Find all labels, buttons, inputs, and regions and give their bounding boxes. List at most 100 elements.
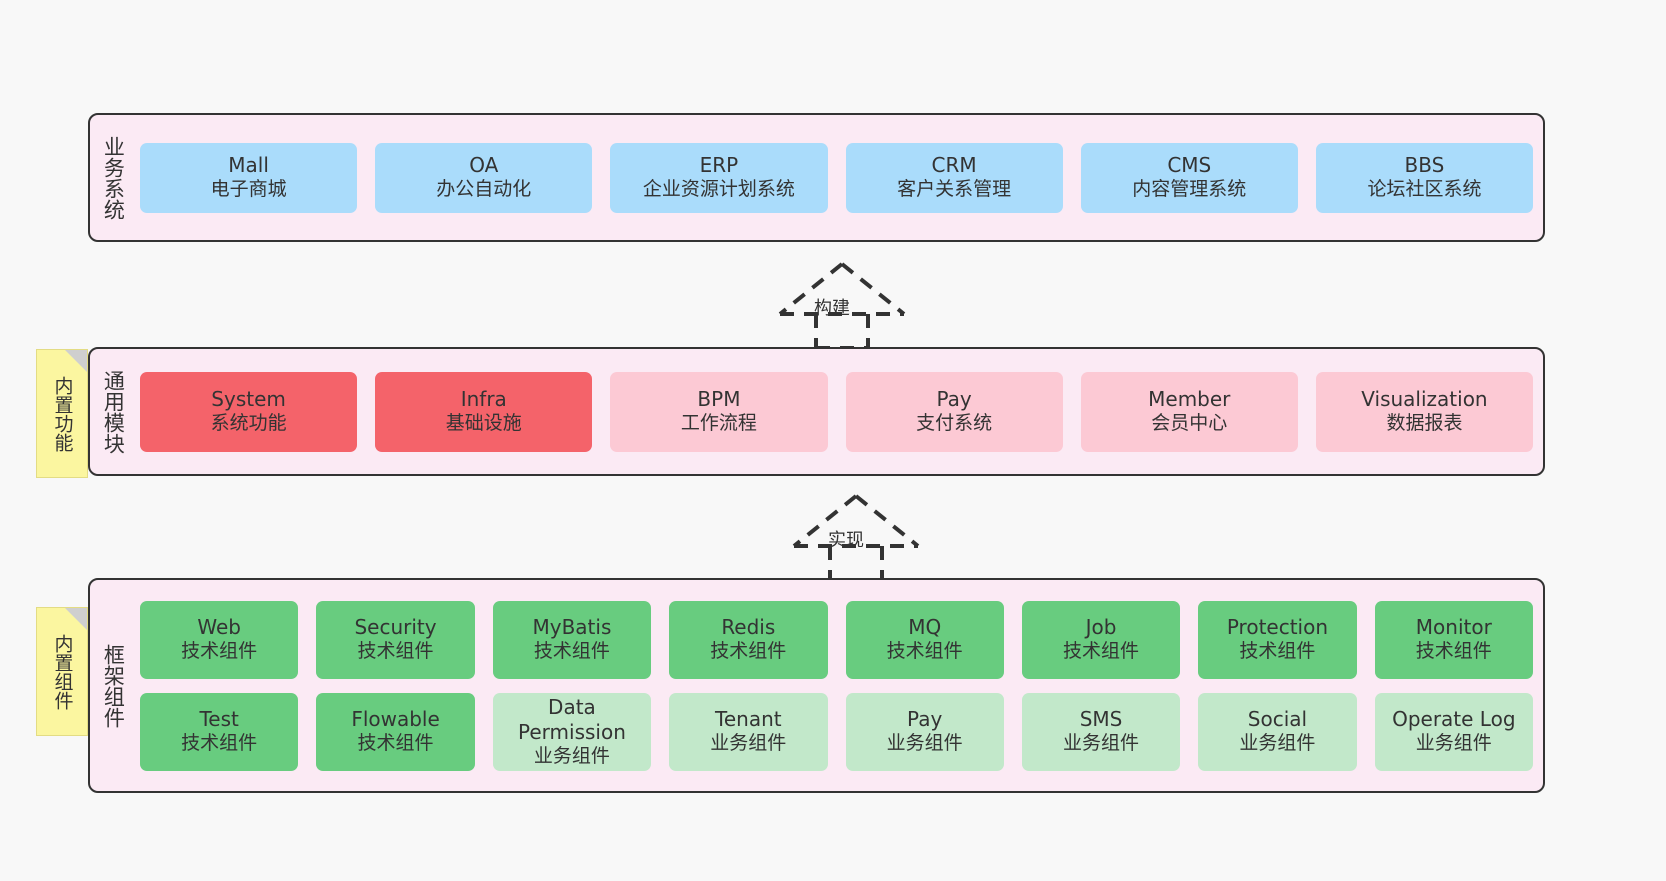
box-title-en: System — [211, 387, 286, 412]
box-title-cn: 系统功能 — [210, 412, 287, 435]
box-title-cn: 支付系统 — [916, 412, 993, 435]
box-security[interactable]: Security 技术组件 — [316, 600, 475, 679]
connector-build: 构建 — [752, 258, 932, 350]
box-title-en: Data Permission — [518, 694, 626, 744]
box-title-cn: 技术组件 — [181, 640, 258, 663]
note-builtin-component: 内置组件 — [36, 607, 88, 736]
box-title-en: CRM — [931, 153, 977, 178]
box-row: Test 技术组件 Flowable 技术组件 Data Permission … — [140, 692, 1533, 771]
box-title-en: Infra — [460, 387, 507, 412]
box-row: Web 技术组件 Security 技术组件 MyBatis 技术组件 Redi… — [140, 600, 1533, 679]
box-title-cn: 电子商城 — [210, 178, 287, 201]
box-title-cn: 技术组件 — [533, 640, 610, 663]
box-test[interactable]: Test 技术组件 — [140, 692, 299, 771]
box-visualization[interactable]: Visualization 数据报表 — [1315, 371, 1534, 452]
box-title-en: MQ — [908, 615, 942, 640]
box-monitor[interactable]: Monitor 技术组件 — [1374, 600, 1533, 679]
layer-framework-component: 框架组件 Web 技术组件 Security 技术组件 MyBatis 技术组件… — [88, 578, 1545, 793]
layer-business-system-body: Mall 电子商城 OA 办公自动化 ERP 企业资源计划系统 CRM 客户关系… — [136, 115, 1543, 240]
layer-framework-component-body: Web 技术组件 Security 技术组件 MyBatis 技术组件 Redi… — [136, 580, 1543, 791]
box-flowable[interactable]: Flowable 技术组件 — [316, 692, 475, 771]
box-title-cn: 业务组件 — [886, 732, 963, 755]
box-title-en: Redis — [721, 615, 776, 640]
box-row: Mall 电子商城 OA 办公自动化 ERP 企业资源计划系统 CRM 客户关系… — [140, 142, 1534, 213]
box-oa[interactable]: OA 办公自动化 — [375, 142, 593, 213]
box-data-permission[interactable]: Data Permission 业务组件 — [492, 692, 652, 771]
box-title-cn: 办公自动化 — [436, 178, 532, 201]
box-title-cn: 业务组件 — [1239, 732, 1316, 755]
box-job[interactable]: Job 技术组件 — [1021, 600, 1181, 679]
box-title-en: Flowable — [351, 707, 440, 732]
box-sms[interactable]: SMS 业务组件 — [1021, 692, 1181, 771]
box-system[interactable]: System 系统功能 — [140, 371, 358, 452]
note-fold-corner-icon — [65, 608, 87, 630]
box-title-en: Social — [1247, 707, 1308, 732]
box-protection[interactable]: Protection 技术组件 — [1198, 600, 1357, 679]
box-title-cn: 技术组件 — [357, 732, 434, 755]
connector-implement-label: 实现 — [828, 530, 864, 551]
box-title-en: Monitor — [1415, 615, 1492, 640]
box-title-cn: 业务组件 — [1063, 732, 1140, 755]
box-title-en: OA — [469, 153, 499, 178]
box-title-en: Protection — [1226, 615, 1329, 640]
box-title-en: Member — [1148, 387, 1231, 412]
box-title-cn: 业务组件 — [710, 732, 787, 755]
box-title-cn: 基础设施 — [445, 412, 522, 435]
box-title-en: Pay — [907, 707, 943, 732]
box-mall[interactable]: Mall 电子商城 — [140, 142, 358, 213]
box-cms[interactable]: CMS 内容管理系统 — [1080, 142, 1298, 213]
box-title-en: CMS — [1167, 153, 1212, 178]
box-title-cn: 企业资源计划系统 — [642, 178, 795, 201]
box-title-en: Tenant — [715, 707, 782, 732]
box-pay-module[interactable]: Pay 支付系统 — [845, 371, 1063, 452]
box-title-en: MyBatis — [532, 615, 612, 640]
box-title-cn: 技术组件 — [1239, 640, 1316, 663]
layer-common-module: 通用模块 System 系统功能 Infra 基础设施 BPM 工作流程 Pay… — [88, 347, 1545, 476]
note-builtin-function: 内置功能 — [36, 349, 88, 478]
box-web[interactable]: Web 技术组件 — [140, 600, 299, 679]
box-title-cn: 技术组件 — [357, 640, 434, 663]
box-operate-log[interactable]: Operate Log 业务组件 — [1374, 692, 1533, 771]
box-title-en: SMS — [1079, 707, 1123, 732]
box-mq[interactable]: MQ 技术组件 — [845, 600, 1004, 679]
box-title-en: Operate Log — [1392, 707, 1516, 732]
box-title-cn: 客户关系管理 — [897, 178, 1012, 201]
box-bbs[interactable]: BBS 论坛社区系统 — [1315, 142, 1534, 213]
box-title-cn: 技术组件 — [710, 640, 787, 663]
box-title-en: Web — [197, 615, 241, 640]
box-title-en: ERP — [699, 153, 739, 178]
box-title-cn: 论坛社区系统 — [1367, 178, 1482, 201]
note-fold-corner-icon — [65, 350, 87, 372]
box-title-cn: 会员中心 — [1151, 412, 1228, 435]
box-title-cn: 数据报表 — [1386, 412, 1463, 435]
note-builtin-function-label: 内置功能 — [51, 375, 74, 452]
box-bpm[interactable]: BPM 工作流程 — [610, 371, 828, 452]
layer-business-system: 业务系统 Mall 电子商城 OA 办公自动化 ERP 企业资源计划系统 CRM… — [88, 113, 1545, 242]
box-tenant[interactable]: Tenant 业务组件 — [669, 692, 828, 771]
box-title-en: Visualization — [1361, 387, 1488, 412]
box-title-cn: 业务组件 — [533, 744, 610, 767]
box-title-en: Pay — [936, 387, 972, 412]
connector-implement: 实现 — [766, 490, 946, 582]
box-mybatis[interactable]: MyBatis 技术组件 — [492, 600, 652, 679]
box-pay-component[interactable]: Pay 业务组件 — [845, 692, 1004, 771]
box-redis[interactable]: Redis 技术组件 — [669, 600, 828, 679]
note-builtin-component-label: 内置组件 — [51, 633, 74, 710]
box-row: System 系统功能 Infra 基础设施 BPM 工作流程 Pay 支付系统… — [140, 371, 1534, 452]
box-title-en: Security — [354, 615, 437, 640]
box-member[interactable]: Member 会员中心 — [1080, 371, 1298, 452]
box-title-en: Job — [1085, 615, 1117, 640]
box-crm[interactable]: CRM 客户关系管理 — [845, 142, 1063, 213]
box-title-cn: 技术组件 — [886, 640, 963, 663]
layer-business-system-title: 业务系统 — [101, 135, 126, 220]
box-title-cn: 技术组件 — [1415, 640, 1492, 663]
box-erp[interactable]: ERP 企业资源计划系统 — [610, 142, 828, 213]
box-social[interactable]: Social 业务组件 — [1198, 692, 1357, 771]
box-title-en: Test — [199, 707, 239, 732]
box-title-cn: 业务组件 — [1415, 732, 1492, 755]
box-title-cn: 内容管理系统 — [1132, 178, 1247, 201]
box-title-en: BBS — [1404, 153, 1445, 178]
box-infra[interactable]: Infra 基础设施 — [375, 371, 593, 452]
layer-framework-component-title: 框架组件 — [101, 643, 126, 728]
